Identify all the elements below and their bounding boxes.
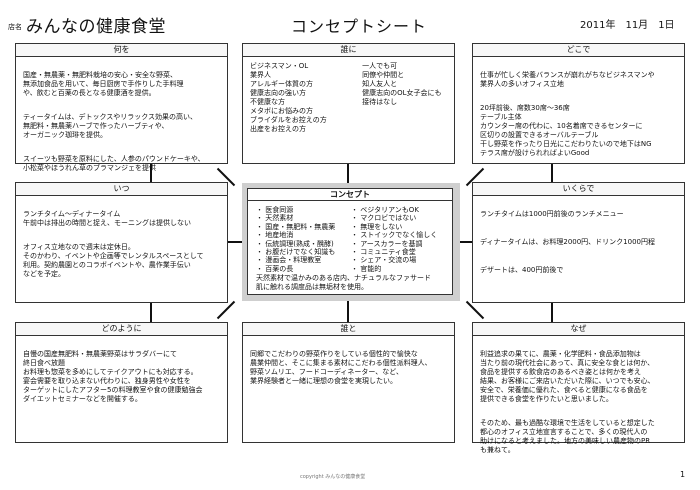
date-day: 1日 <box>658 20 675 31</box>
what-box-paragraph: 国産・無農薬・無肥料栽培の安心・安全な野菜、 無添加食品を用いて、毎日厨房で手作… <box>23 71 184 97</box>
what-box-title: 何を <box>16 44 227 57</box>
date-month: 11月 <box>625 20 649 31</box>
concept-frame: コンセプト ・ 医食同源 ・ 天然素材 ・ 国産・無肥料・無農薬 ・ 地産地消 … <box>242 183 460 301</box>
where-box-paragraph: 仕事が忙しく栄養バランスが崩れがちなビジネスマンや 業界人の多いオフィス立地 <box>480 71 655 88</box>
when-box: いつ ランチタイム～ディナータイム 午前中は排出の時間と捉え、モーニングは提供し… <box>15 182 228 303</box>
connector-line <box>347 160 349 184</box>
how-box: どのように 自慢の国産無肥料・無農薬野菜はサラダバーにて 終日食べ放題 お料理も… <box>15 322 228 443</box>
what-box-paragraph: スイーツも野菜を原料にした、人参のパウンドケーキや、 小松菜やほうれん草のブラマ… <box>23 155 205 172</box>
price-box-paragraph: デザートは、400円前後で <box>480 266 564 274</box>
connector-line <box>213 241 243 243</box>
where-box-title: どこで <box>473 44 684 57</box>
what-box: 何を 国産・無農薬・無肥料栽培の安心・安全な野菜、 無添加食品を用いて、毎日厨房… <box>15 43 228 172</box>
date: 2011年 11月 1日 <box>580 16 675 31</box>
connector-line <box>150 300 152 322</box>
why-box-title: なぜ <box>473 323 684 336</box>
connector-line <box>551 160 553 182</box>
why-box-paragraph: 利益追求の果てに、農薬・化学肥料・食品添加物は 当たり前の現代社会にあって、真に… <box>480 350 655 403</box>
connector-line <box>551 300 553 322</box>
price-box-title: いくらで <box>473 183 684 196</box>
by-whom-box-title: 誰と <box>243 323 454 336</box>
document-title: コンセプトシート <box>291 17 428 36</box>
where-box-paragraph: 20坪前後、席数30席～36席 テーブル主体 カウンター席の代わに、10名着席で… <box>480 104 652 157</box>
price-box-paragraph: ランチタイムは1000円前後のランチメニュー <box>480 210 624 218</box>
concept-column-1: ・ 医食同源 ・ 天然素材 ・ 国産・無肥料・無農薬 ・ 地産地消 ・ 伝統調理… <box>256 206 336 273</box>
concept-box: コンセプト ・ 医食同源 ・ 天然素材 ・ 国産・無肥料・無農薬 ・ 地産地消 … <box>247 188 453 295</box>
footer-credit: copyright みんなの健康食堂 <box>300 474 366 480</box>
who-box-title: 誰に <box>243 44 454 57</box>
where-box: どこで 仕事が忙しく栄養バランスが崩れがちなビジネスマンや 業界人の多いオフィス… <box>472 43 685 164</box>
price-box-paragraph: ディナータイムは、お料理2000円、ドリンク1000円程 <box>480 238 655 246</box>
connector-line <box>465 300 485 320</box>
price-box: いくらで ランチタイムは1000円前後のランチメニュー ディナータイムは、お料理… <box>472 182 685 303</box>
concept-column-2: ・ ベジタリアンもOK ・ マクロビではない ・ 無理をしない ・ ストイックで… <box>351 206 438 273</box>
concept-summary: 天然素材で温かみのある店内、ナチュラルなファサード 肌に触れる調度品は無垢材を使… <box>256 274 431 292</box>
page-number: 1 <box>680 470 686 479</box>
store-name: みんなの健康食堂 <box>26 17 166 37</box>
connector-line <box>216 300 236 320</box>
connector-line <box>347 300 349 324</box>
when-box-paragraph: ランチタイム～ディナータイム 午前中は排出の時間と捉え、モーニングは提供しない <box>23 210 191 227</box>
date-year: 2011年 <box>580 20 616 31</box>
by-whom-box: 誰と 同郷でこだわりの野菜作りをしている個性的で愉快な 農業仲間と、そこに集まる… <box>242 322 455 443</box>
what-box-paragraph: ティータイムは、デトックスやリラックス効果の高い、 無肥料・無農薬ハーブで作った… <box>23 113 198 139</box>
connector-line <box>150 160 152 182</box>
when-box-paragraph: オフィス立地なので週末は定休日。 そのかわり、イベントや企画等でレンタルスペース… <box>23 243 204 278</box>
who-box-column-2: 一人でも可 同僚や仲間と 知人友人と 健康志向のOL女子会にも 接待はなし <box>362 62 442 106</box>
who-box-column-1: ビジネスマン・OL 業界人 アレルギー体質の方 健康志向の強い方 不健康な方 メ… <box>250 62 327 133</box>
who-box: 誰に ビジネスマン・OL 業界人 アレルギー体質の方 健康志向の強い方 不健康な… <box>242 43 455 164</box>
when-box-title: いつ <box>16 183 227 196</box>
by-whom-box-paragraph: 同郷でこだわりの野菜作りをしている個性的で愉快な 農業仲間と、そこに集まる素材に… <box>250 350 432 385</box>
why-box: なぜ 利益追求の果てに、農薬・化学肥料・食品添加物は 当たり前の現代社会にあって… <box>472 322 685 454</box>
store-name-label: 店名 <box>8 23 22 31</box>
how-box-title: どのように <box>16 323 227 336</box>
concept-title: コンセプト <box>248 189 452 201</box>
how-box-paragraph: 自慢の国産無肥料・無農薬野菜はサラダバーにて 終日食べ放題 お料理も惣菜を多めに… <box>23 350 203 403</box>
why-box-paragraph: そのため、最も過酷な環境で生活をしていると想定した 都心のオフィス立地宣言するこ… <box>480 419 655 454</box>
